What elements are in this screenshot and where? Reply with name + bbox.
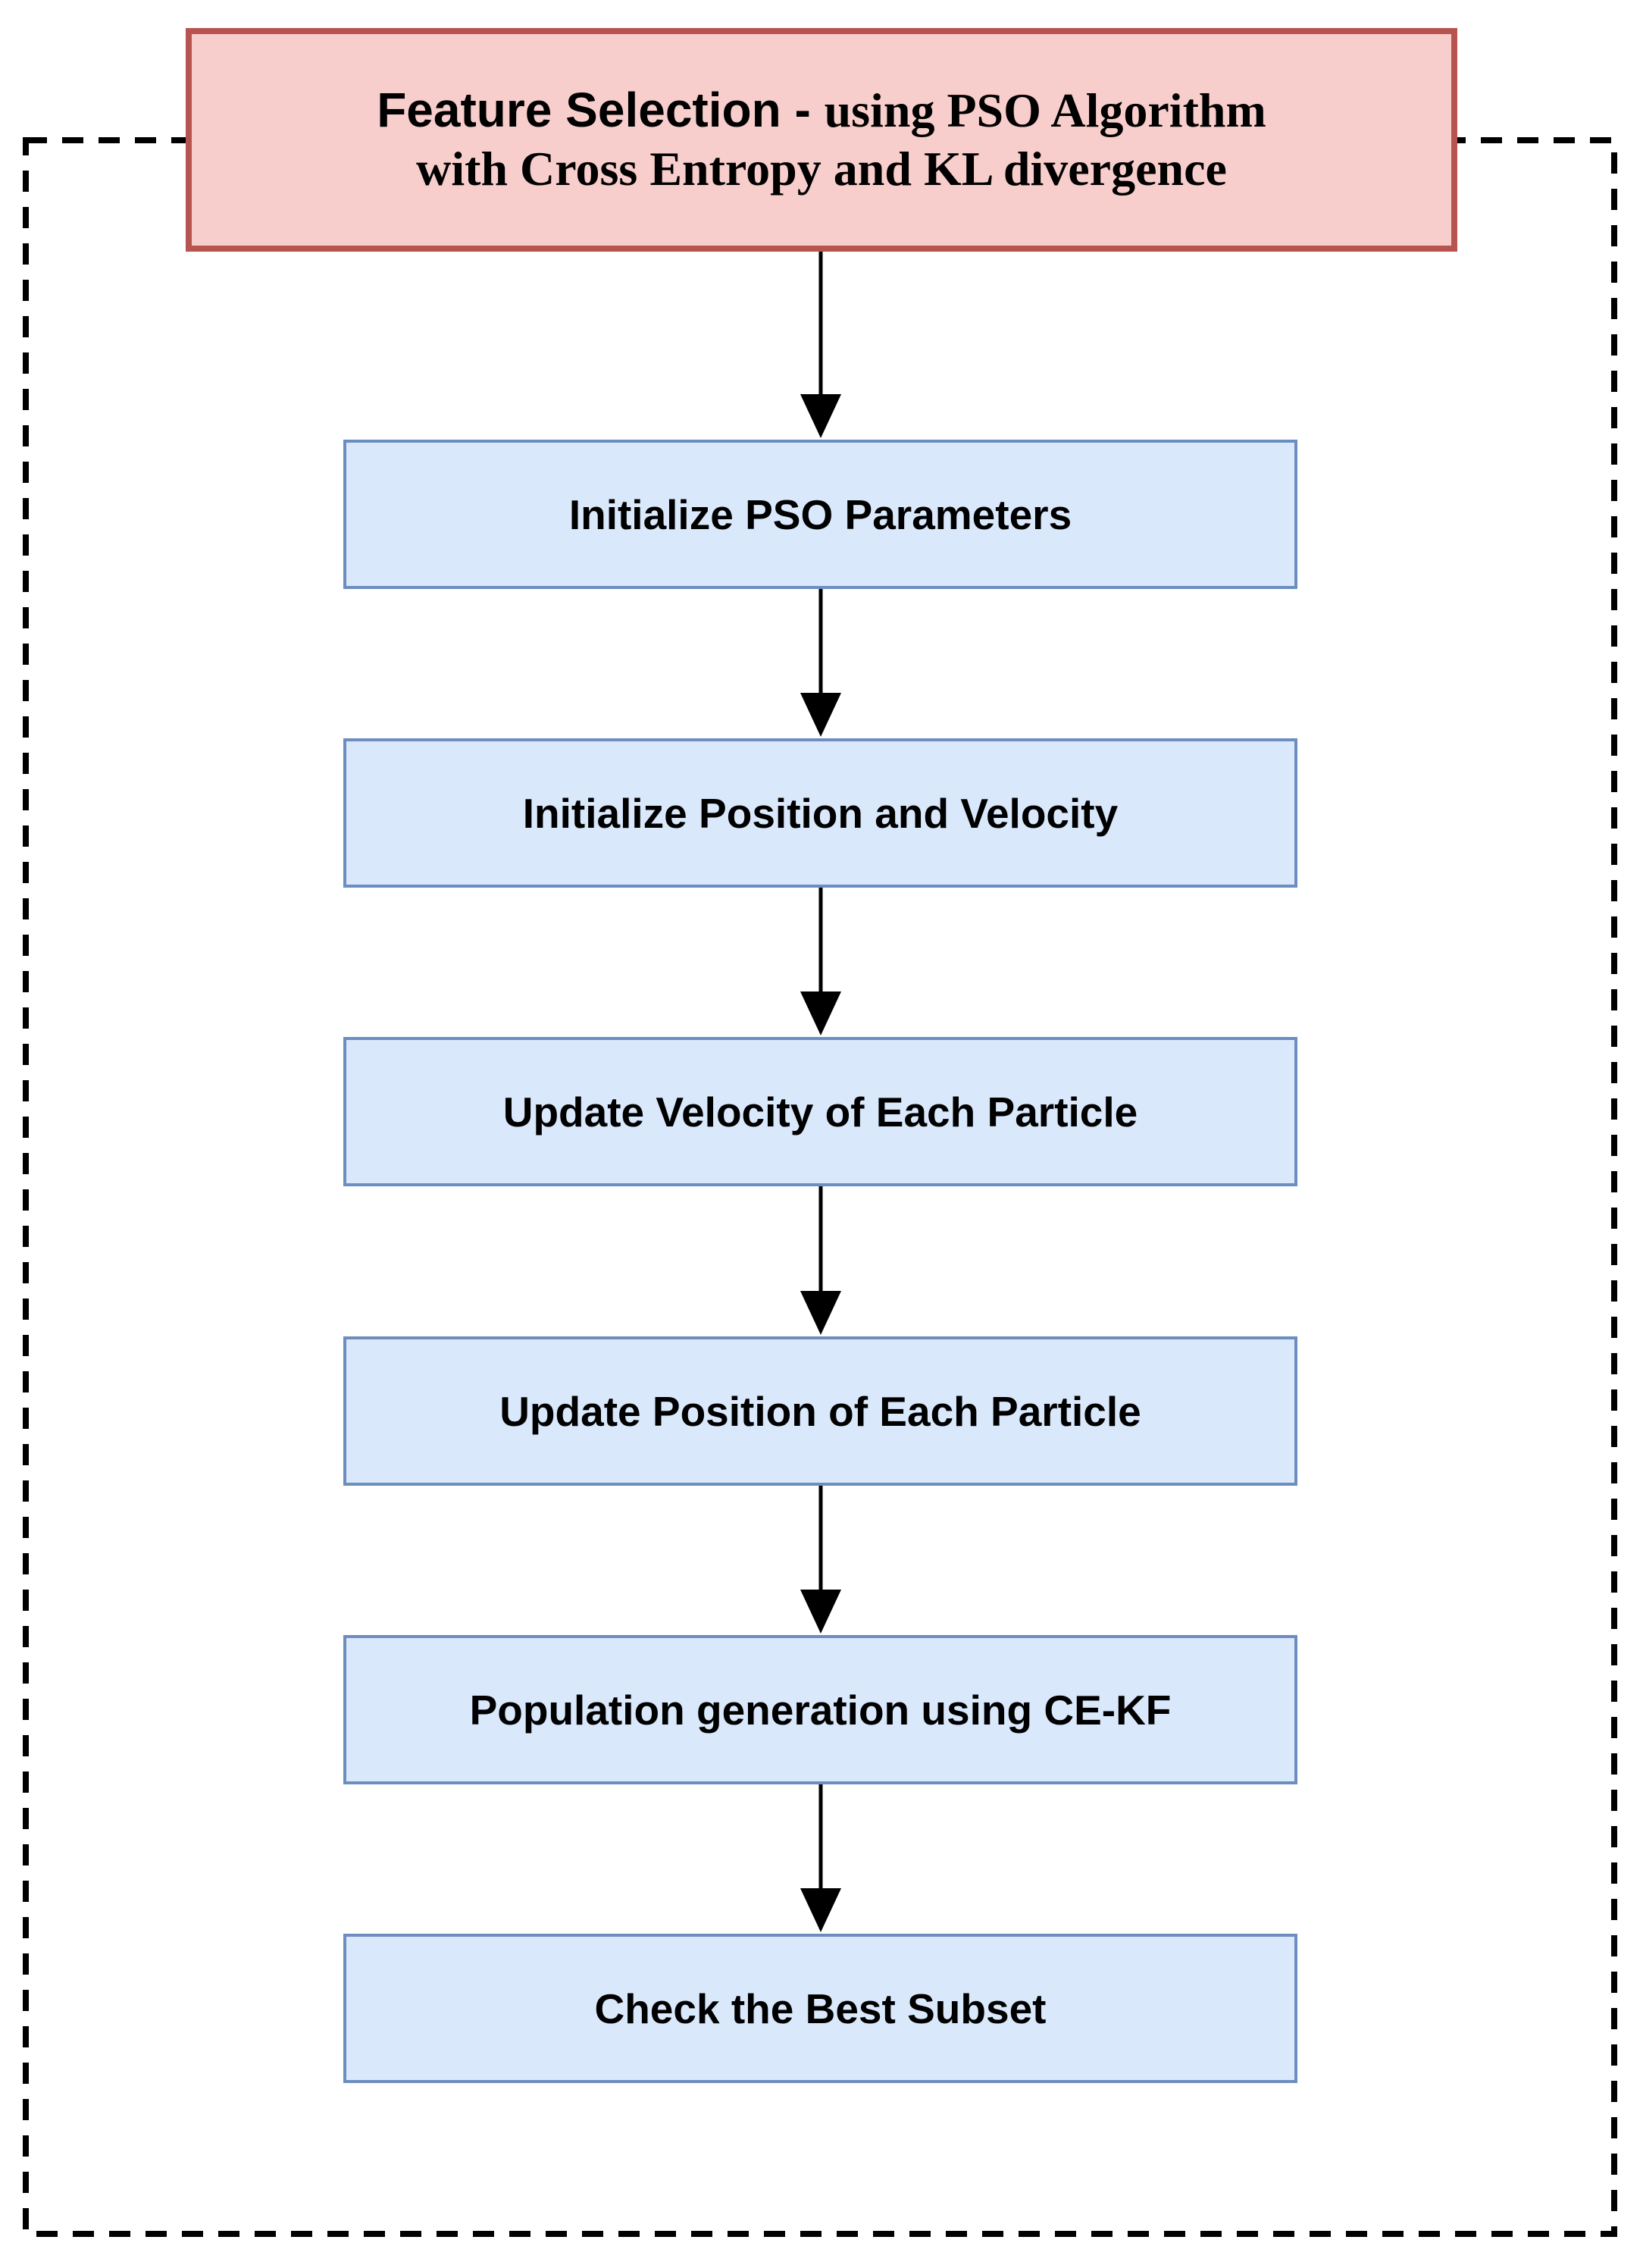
step-node-population-generation: Population generation using CE-KF (343, 1635, 1297, 1784)
arrow-connector-5 (800, 1486, 841, 1634)
step-node-initialize-pso-parameters: Initialize PSO Parameters (343, 440, 1297, 589)
title-line1-serif-text: using PSO Algorithm (824, 83, 1266, 138)
step-node-update-velocity: Update Velocity of Each Particle (343, 1037, 1297, 1186)
dashed-boundary (23, 137, 1617, 2237)
step-label: Update Velocity of Each Particle (502, 1088, 1138, 1136)
title-line-2: with Cross Entropy and KL divergence (416, 142, 1227, 196)
step-label: Initialize Position and Velocity (522, 789, 1119, 837)
step-node-initialize-position-velocity: Initialize Position and Velocity (343, 738, 1297, 888)
title-line-1: Feature Selection - using PSO Algorithm (377, 81, 1266, 140)
arrow-connector-3 (800, 888, 841, 1035)
arrow-connector-1 (800, 252, 841, 438)
step-label: Initialize PSO Parameters (568, 490, 1072, 538)
step-node-check-best-subset: Check the Best Subset (343, 1934, 1297, 2083)
arrow-connector-2 (800, 589, 841, 737)
step-label: Update Position of Each Particle (499, 1387, 1141, 1435)
arrow-connector-6 (800, 1784, 841, 1932)
title-line1-sans-text: Feature Selection - (377, 83, 811, 138)
step-node-update-position: Update Position of Each Particle (343, 1336, 1297, 1486)
step-label: Population generation using CE-KF (469, 1686, 1172, 1734)
step-label: Check the Best Subset (594, 1984, 1047, 2032)
title-node: Feature Selection - using PSO Algorithm … (186, 28, 1457, 252)
arrow-connector-4 (800, 1186, 841, 1335)
